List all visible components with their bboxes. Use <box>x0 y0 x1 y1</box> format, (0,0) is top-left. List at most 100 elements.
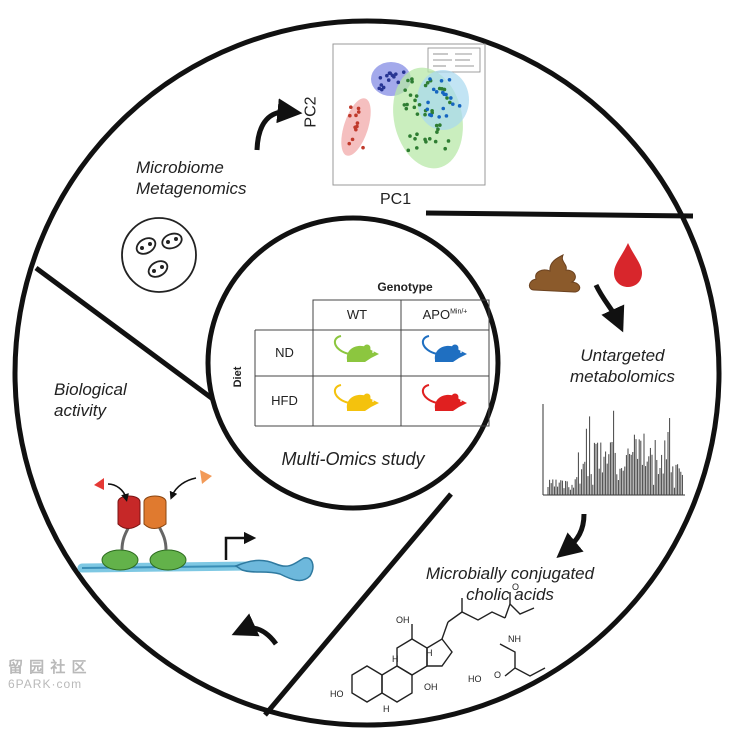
pca-point <box>379 83 384 87</box>
svg-text:NH: NH <box>508 634 521 644</box>
pca-point <box>354 113 358 118</box>
svg-text:O: O <box>494 670 501 680</box>
biological-line1: Biological <box>54 380 127 399</box>
pca-point <box>378 75 383 80</box>
svg-text:H: H <box>383 704 390 714</box>
pca-point <box>415 112 420 116</box>
pca-point <box>406 78 410 83</box>
blood-drop-icon <box>614 243 642 287</box>
pca-point <box>356 106 361 111</box>
pca-point <box>396 80 401 85</box>
pca-point <box>441 106 446 111</box>
svg-text:H: H <box>392 654 399 664</box>
biological-label: Biological activity <box>54 379 127 421</box>
row-nd: ND <box>275 345 294 360</box>
pca-point <box>435 130 439 134</box>
pca-point <box>446 139 451 143</box>
mouse-icon <box>421 335 467 362</box>
receptor-dimer-icon <box>94 470 212 571</box>
study-grid <box>254 299 490 427</box>
arrow-to-acids-icon <box>556 513 587 559</box>
pca-point <box>445 96 449 100</box>
pca-point <box>355 121 360 125</box>
pca-point <box>425 80 430 85</box>
pca-point <box>444 114 449 118</box>
inner-circle <box>205 215 501 511</box>
pca-point <box>385 73 389 78</box>
pca-point <box>434 123 439 128</box>
pca-point <box>410 79 414 84</box>
svg-text:HO: HO <box>468 674 482 684</box>
pca-point <box>386 78 391 82</box>
pca-point <box>408 93 413 97</box>
pca-point <box>443 146 448 151</box>
center-title: Multi-Omics study <box>281 449 425 469</box>
pca-point <box>404 106 409 111</box>
svg-text:HO: HO <box>330 689 344 699</box>
arrow-to-microbiome-icon <box>231 613 279 646</box>
pca-point <box>401 70 406 74</box>
watermark-line1: 留 园 社 区 <box>8 659 88 676</box>
pca-point <box>440 87 444 91</box>
metabolomics-line2: metabolomics <box>570 367 675 386</box>
arrow-to-pca-icon <box>254 98 303 151</box>
pca-point <box>437 115 441 119</box>
pca-point <box>350 137 355 142</box>
bacteria-dish-icon <box>121 217 197 293</box>
pca-point <box>410 77 414 81</box>
svg-text:OH: OH <box>424 682 438 692</box>
pca-point <box>436 127 440 132</box>
pca-point <box>402 103 407 107</box>
svg-text:H: H <box>426 648 433 658</box>
pca-point <box>429 113 434 118</box>
pca-point <box>423 83 428 88</box>
pca-point <box>448 100 452 105</box>
pca-point <box>426 100 430 105</box>
pca-point <box>403 88 407 92</box>
pca-point <box>434 90 439 94</box>
outer-ring <box>12 18 722 728</box>
genotype-header: Genotype <box>377 280 433 294</box>
pca-point <box>392 75 396 79</box>
pca-point <box>438 123 442 127</box>
mouse-icon <box>333 384 379 411</box>
col-apo-label: APO <box>422 307 451 322</box>
pca-plot <box>332 43 486 186</box>
pca-point <box>417 102 422 107</box>
pca-point <box>439 78 444 83</box>
pca-point <box>356 110 361 114</box>
pca-point <box>423 112 427 117</box>
pca-point <box>377 86 382 91</box>
mouse-icon <box>421 384 467 411</box>
watermark-line2: 6PARK·com <box>8 677 83 691</box>
pca-point <box>441 90 445 95</box>
pca-point <box>428 77 432 81</box>
pca-point <box>347 141 352 146</box>
metabolomics-label: Untargeted metabolomics <box>570 345 675 387</box>
pca-point <box>447 77 452 82</box>
pca-point <box>355 124 359 129</box>
pca-axis-x: PC1 <box>380 191 412 208</box>
col-wt: WT <box>346 307 368 322</box>
pca-point <box>425 107 430 112</box>
svg-text:O: O <box>512 582 519 592</box>
pca-point <box>361 145 365 150</box>
biological-line2: activity <box>54 401 106 420</box>
conjugated-line2: cholic acids <box>466 585 554 604</box>
pca-point <box>348 113 352 118</box>
pca-point <box>349 105 353 110</box>
pca-point <box>444 92 448 97</box>
pca-point <box>415 132 419 136</box>
microbiome-line1: Microbiome <box>136 158 224 177</box>
molecule-labels: OH H H H HO OH NH O HO O <box>330 582 521 714</box>
row-hfd: HFD <box>271 393 298 408</box>
col-apo: APOMin/+ <box>401 307 489 322</box>
pca-point <box>413 98 417 103</box>
divider-bottom <box>263 492 453 717</box>
pca-point <box>430 110 434 115</box>
pca-point <box>449 96 453 100</box>
poop-icon <box>528 253 581 293</box>
pca-point <box>412 105 417 110</box>
arrow-to-metabolomics-icon <box>593 283 625 333</box>
